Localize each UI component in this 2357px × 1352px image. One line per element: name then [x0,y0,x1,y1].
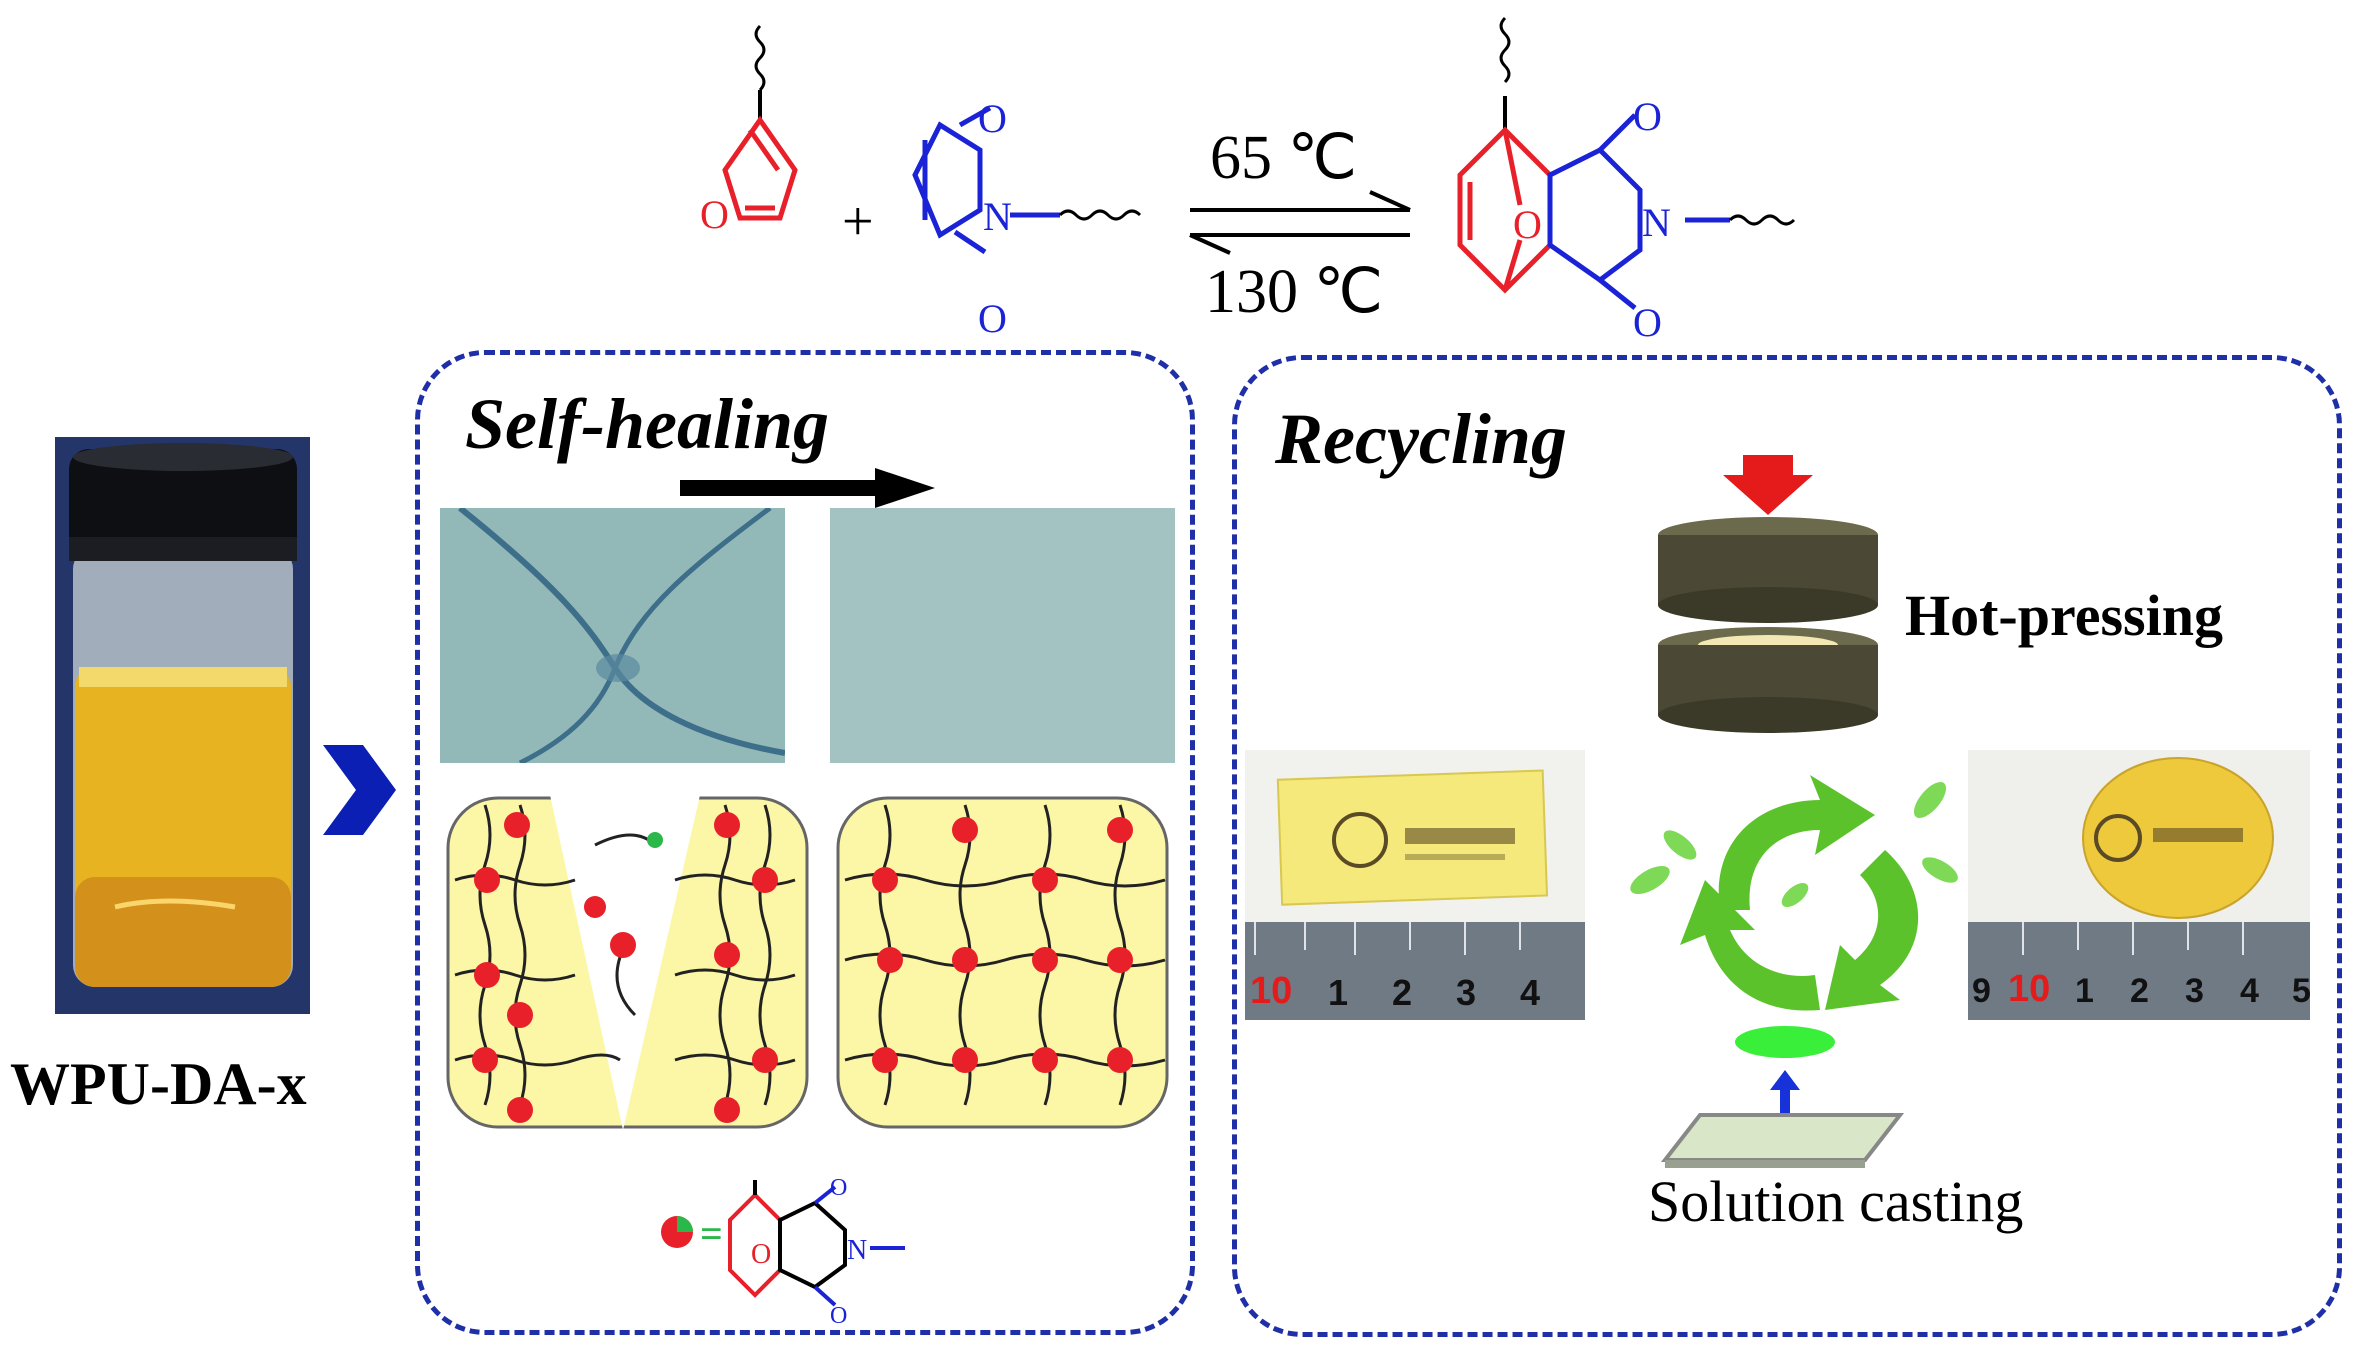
furan-oxygen-atom: O [700,192,729,237]
forward-temperature: 65 ℃ [1210,124,1357,192]
legend-oxygen-atom: O [751,1239,771,1270]
adduct-nitrogen: N [1642,200,1671,245]
ruler-right-tick-2: 2 [2130,972,2149,1010]
recycle-icon [1630,775,1958,1011]
legend-oxygen-bottom: O [830,1303,847,1325]
legend-nitrogen-atom: N [847,1235,867,1266]
adduct-molecule [1457,16,1796,310]
ruler-right-tick-3: 3 [2185,972,2204,1010]
legend-equals-sign: = [700,1211,723,1256]
ruler-right-tick-5: 5 [2292,972,2311,1010]
ruler-right-tick-4: 4 [2240,972,2259,1010]
crosslink-points [472,812,778,1123]
healed-network-schematic [836,796,1169,1129]
crosslink-legend: O N O O [661,1175,905,1325]
plus-sign: + [842,191,874,253]
chevron-right-icon [323,745,396,835]
recycling-title: Recycling [1275,399,1567,479]
maleimide-oxygen-top: O [978,96,1007,141]
product-label: WPU-DA-x [10,1051,307,1117]
legend-oxygen-top: O [830,1175,847,1201]
adduct-oxygen-bottom: O [1633,300,1662,340]
adduct-bridge-oxygen: O [1513,202,1542,247]
reverse-temperature: 130 ℃ [1205,258,1383,326]
hot-press-icon [1658,455,1878,733]
ruler-left-tick-2: 2 [1392,972,1413,1013]
ruler-left-tick-3: 3 [1456,972,1477,1013]
self-healing-panel [415,350,1195,1335]
equilibrium-arrows [1189,190,1411,255]
adduct-oxygen-top: O [1633,94,1662,139]
original-film-photo [1245,750,1585,1020]
healing-direction-arrow [680,468,935,508]
vial-photo [55,437,310,1014]
maleimide-molecule [912,105,1142,255]
maleimide-nitrogen: N [983,194,1012,239]
ruler-right-tick-1: 1 [2075,972,2094,1010]
solution-casting-icon [1660,1026,1905,1168]
furan-molecule [722,24,798,221]
ruler-right-tick-10: 10 [2008,968,2051,1010]
healed-micrograph [830,508,1175,763]
recycling-panel [1232,355,2342,1337]
hot-pressing-label: Hot-pressing [1905,583,2223,648]
ruler-left-tick-10: 10 [1250,970,1293,1012]
scratched-micrograph [440,508,785,763]
reaction-scheme: O + O O N 65 ℃ 130 ℃ [700,16,1796,340]
recycled-film-photo [1968,750,2310,1020]
self-healing-title: Self-healing [465,384,830,464]
ruler-left-tick-4: 4 [1520,972,1541,1013]
broken-network-schematic [446,795,809,1130]
solution-casting-label: Solution casting [1648,1169,2024,1234]
ruler-left-tick-1: 1 [1328,972,1349,1013]
maleimide-oxygen-bottom: O [978,296,1007,340]
ruler-right-tick-9: 9 [1972,972,1991,1010]
